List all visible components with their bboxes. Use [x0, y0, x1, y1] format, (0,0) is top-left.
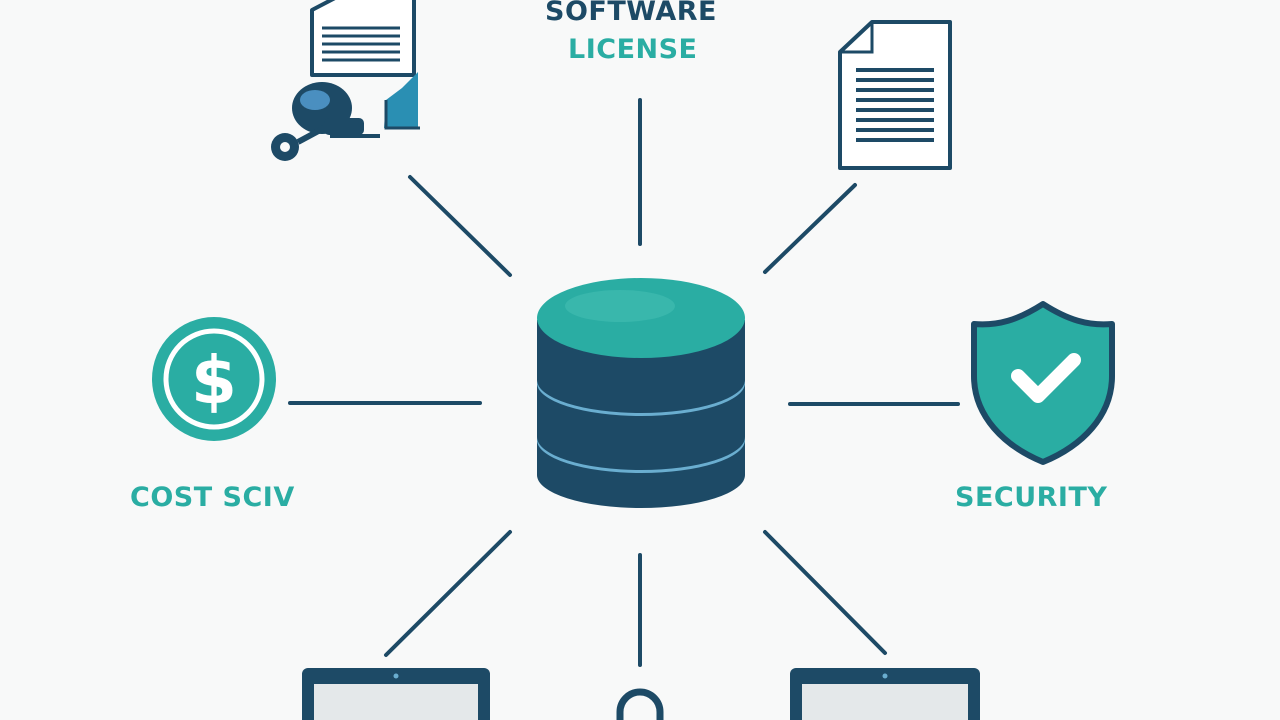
laptop-icon — [790, 668, 980, 720]
title-line-2: LICENSE — [568, 34, 698, 65]
connector-bottom-right — [763, 530, 887, 655]
shield-check-icon — [971, 301, 1115, 465]
document-with-key-icon — [271, 0, 420, 161]
cost-label: COST SCIV — [130, 482, 295, 513]
connector-lines — [288, 98, 960, 667]
title-line-1: SOFTWARE — [545, 0, 717, 27]
connector-top-left — [408, 175, 512, 277]
laptop-icon — [302, 668, 490, 720]
dollar-coin-icon: $ — [152, 317, 276, 441]
svg-text:$: $ — [191, 342, 237, 419]
document-icon — [838, 20, 952, 170]
connector-top-right — [763, 183, 857, 274]
lock-icon — [616, 688, 664, 720]
security-label: SECURITY — [955, 482, 1108, 513]
connector-bottom-left — [384, 530, 512, 657]
database-icon — [537, 278, 745, 508]
